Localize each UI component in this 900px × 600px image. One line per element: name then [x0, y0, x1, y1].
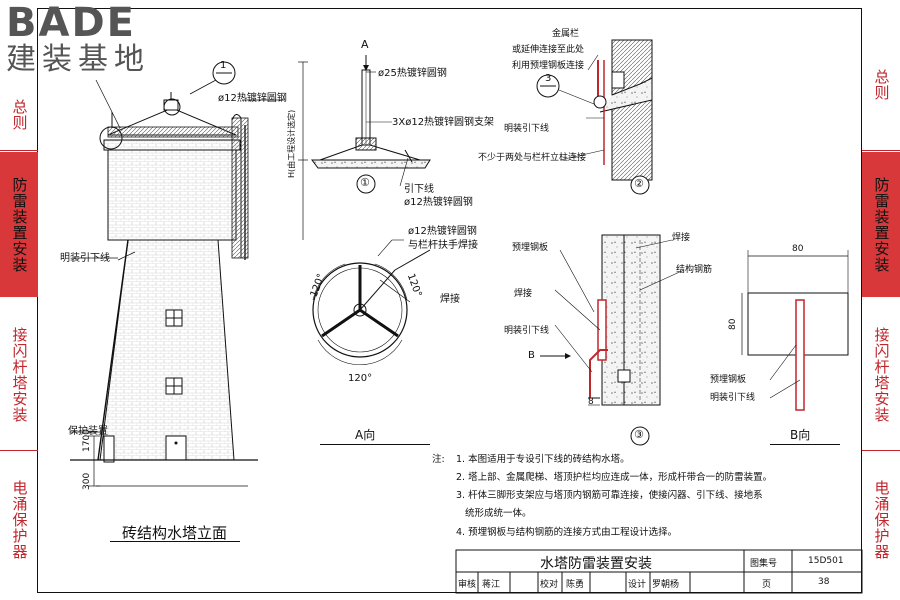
- left-tab-rod-tower[interactable]: 接闪杆塔安装: [0, 305, 38, 445]
- notes-prefix: 注:: [432, 454, 445, 465]
- logo-cn: 建装基地: [6, 42, 150, 77]
- view-a: [312, 239, 431, 366]
- detail3-l4: 焊接: [514, 289, 533, 299]
- title-block-title: 水塔防雷装置安装: [540, 556, 652, 572]
- viewB-title: B向: [790, 428, 811, 442]
- left-tab-spd-label: 电涌保护器: [10, 480, 29, 560]
- detail1-l4: ø12热镀锌圆钢: [404, 197, 473, 208]
- detail3-l2: 焊接: [672, 233, 691, 243]
- detail3-l3: 结构钢筋: [676, 265, 713, 275]
- right-tab-lightning-label: 防雷装置安装: [872, 176, 891, 273]
- viewA-title-underline: [320, 444, 430, 445]
- right-tab-rod-tower[interactable]: 接闪杆塔安装: [862, 305, 900, 445]
- left-divider: [0, 150, 38, 151]
- notes-item-3b: 统形成统一体。: [456, 508, 532, 519]
- right-divider-2: [862, 450, 900, 451]
- left-tab-general[interactable]: 总则: [0, 80, 38, 150]
- detail3-dim: 8: [588, 397, 594, 407]
- elevation-detail-marker: 1: [220, 60, 227, 71]
- tower-elevation: [70, 61, 285, 487]
- viewB-l1: 预埋钢板: [710, 375, 747, 385]
- detail-2-railing: [536, 39, 653, 195]
- viewA-l3: 焊接: [440, 294, 460, 305]
- drawing-frame: [37, 8, 862, 593]
- title-block-atlas-label: 图集号: [750, 559, 778, 569]
- detail3-b-label: B: [528, 350, 535, 361]
- elevation-dim-300: 300: [82, 472, 92, 490]
- right-tab-general-label: 总则: [872, 69, 891, 101]
- detail1-arrow-label: A: [361, 38, 369, 51]
- title-block-page-label: 页: [762, 580, 772, 590]
- elevation-rod-label: ø12热镀锌圆钢: [218, 93, 287, 104]
- title-block-checker: 陈勇: [566, 580, 585, 590]
- detail3-number: ③: [634, 428, 644, 441]
- detail3-l5: 明装引下线: [504, 326, 550, 336]
- left-divider-2: [0, 450, 38, 451]
- title-block-lines: [455, 549, 863, 594]
- right-tab-lightning-install[interactable]: 防雷装置安装: [862, 152, 900, 297]
- right-tab-spd[interactable]: 电涌保护器: [862, 460, 900, 580]
- title-block-reviewer: 蒋江: [482, 580, 501, 590]
- viewB-l2: 明装引下线: [710, 393, 756, 403]
- detail2-l5: 不少于两处与栏杆立柱连接: [478, 153, 587, 163]
- title-block-designer: 罗朝杨: [652, 580, 680, 590]
- elevation-title-underline: [110, 541, 240, 542]
- viewA-title: A向: [355, 428, 376, 442]
- detail2-l4: 明装引下线: [504, 124, 550, 134]
- title-block-review: 审核: [458, 580, 477, 590]
- elevation-downlead-label: 明装引下线: [60, 253, 110, 264]
- detail2-l1: 金属栏: [552, 29, 580, 39]
- detail2-l2: 或延伸连接至此处: [512, 45, 585, 55]
- logo: BADE 建装基地: [6, 2, 150, 76]
- title-block-atlas-no: 15D501: [808, 556, 844, 566]
- right-tab-rod-label: 接闪杆塔安装: [872, 327, 891, 423]
- viewA-angle-3: 120°: [348, 373, 373, 384]
- detail-1-rod: [298, 55, 431, 240]
- left-tab-general-label: 总则: [10, 99, 29, 131]
- detail-3-embedded-plate: [540, 234, 685, 446]
- viewB-dim-w: 80: [792, 244, 804, 254]
- right-divider: [862, 150, 900, 151]
- detail1-number: ①: [360, 176, 370, 189]
- detail3-l1: 预埋钢板: [512, 243, 549, 253]
- detail1-vert-dim: H(由工程设计选定): [287, 109, 296, 178]
- notes-item-4: 4. 预埋钢板与结构钢筋的连接方式由工程设计选择。: [456, 527, 678, 538]
- view-b: [741, 250, 849, 411]
- right-tab-spd-label: 电涌保护器: [872, 480, 891, 560]
- left-tab-spd[interactable]: 电涌保护器: [0, 460, 38, 580]
- viewA-l2: 与栏杆扶手焊接: [408, 240, 478, 251]
- title-block-design: 设计: [628, 580, 647, 590]
- viewB-dim-h: 80: [728, 318, 738, 330]
- notes-item-1: 1. 本图适用于专设引下线的砖结构水塔。: [456, 454, 630, 465]
- left-tab-lightning-install[interactable]: 防雷装置安装: [0, 152, 38, 297]
- logo-brand: BADE: [6, 0, 136, 46]
- right-tab-general[interactable]: 总则: [862, 40, 900, 130]
- left-tab-lightning-label: 防雷装置安装: [10, 176, 29, 273]
- elevation-protect-label: 保护装置: [68, 426, 108, 437]
- detail2-number: ②: [634, 177, 644, 190]
- viewA-l1: ø12热镀锌圆钢: [408, 226, 477, 237]
- elevation-title: 砖结构水塔立面: [122, 524, 228, 542]
- left-tab-rod-label: 接闪杆塔安装: [10, 327, 29, 423]
- viewB-title-underline: [770, 444, 840, 445]
- notes-item-3: 3. 杆体三脚形支架应与塔顶内钢筋可靠连接，使接闪器、引下线、接地系: [456, 490, 763, 501]
- title-block-page-no: 38: [818, 577, 830, 587]
- detail1-l1: ø25热镀锌圆钢: [378, 68, 447, 79]
- detail1-l3: 引下线: [404, 184, 434, 195]
- detail2-marker: 3: [545, 73, 552, 84]
- notes-item-2: 2. 塔上部、金属爬梯、塔顶护栏均应连成一体，形成杆带合一的防雷装置。: [456, 472, 773, 483]
- detail2-l3: 利用预埋钢板连接: [512, 61, 585, 71]
- elevation-dim-1700: 1700: [82, 429, 92, 452]
- detail1-l2: 3Xø12热镀锌圆钢支架: [392, 117, 495, 128]
- title-block-check: 校对: [540, 580, 559, 590]
